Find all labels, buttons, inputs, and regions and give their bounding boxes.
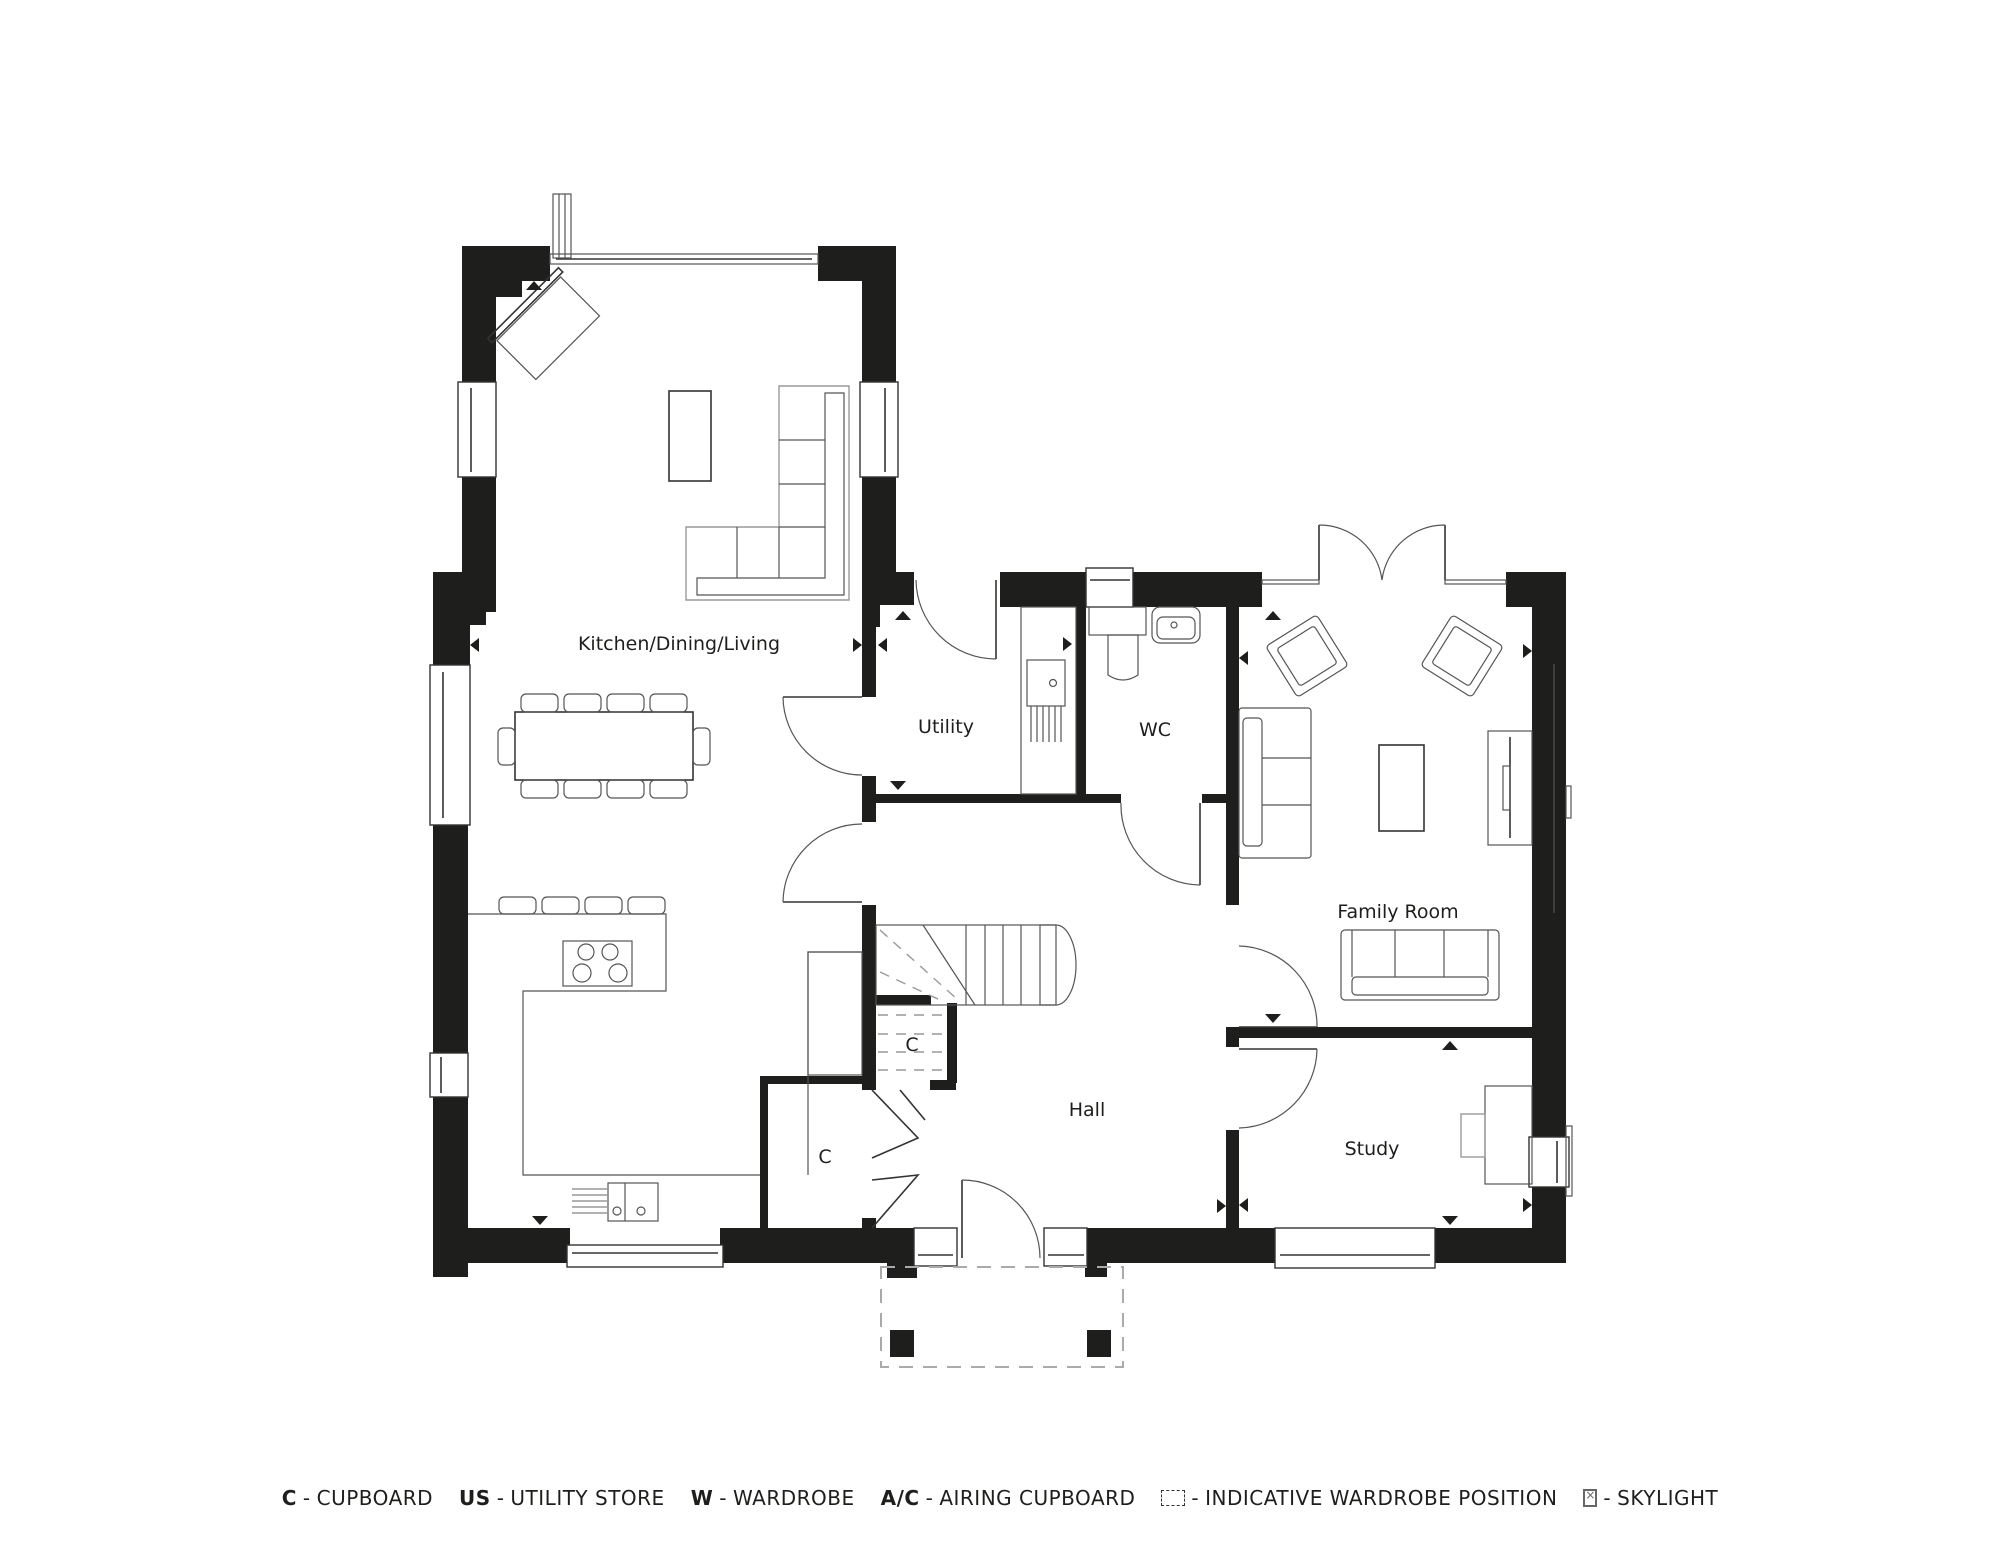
legend-item-skylight: - SKYLIGHT [1583,1486,1718,1510]
legend-sep: - [1191,1486,1200,1510]
legend-sep: - [1603,1486,1612,1510]
legend-item-airing-cupboard: A/C - AIRING CUPBOARD [881,1486,1136,1510]
legend-sep: - [302,1486,311,1510]
legend-text: CUPBOARD [316,1486,434,1510]
staircase [875,924,1077,1071]
legend-code: A/C [880,1486,920,1510]
legend-sep: - [925,1486,934,1510]
room-label-family-room: Family Room [1337,901,1458,923]
room-label-study: Study [1345,1138,1400,1160]
legend-text: UTILITY STORE [510,1486,665,1510]
legend-text: WARDROBE [732,1486,855,1510]
legend: C - CUPBOARD US - UTILITY STORE W - WARD… [0,1486,2000,1510]
legend-item-cupboard: C - CUPBOARD [282,1486,433,1510]
room-label-kitchen: Kitchen/Dining/Living [578,633,780,655]
walls [433,246,1566,1278]
furniture [468,266,1533,1222]
doors [782,524,1507,1259]
porch [880,1266,1124,1368]
legend-text: INDICATIVE WARDROBE POSITION [1205,1486,1558,1510]
room-label-cupboard-hall: C [818,1146,831,1168]
legend-code: W [690,1486,714,1510]
room-label-cupboard-under-stairs: C [905,1034,918,1056]
legend-sep: - [496,1486,505,1510]
skylight-icon [1583,1488,1598,1507]
dashed-rectangle-icon [1161,1490,1186,1506]
legend-sep: - [719,1486,727,1510]
legend-text: SKYLIGHT [1617,1486,1719,1510]
legend-item-wardrobe: W - WARDROBE [691,1486,855,1510]
room-label-hall: Hall [1069,1099,1106,1121]
legend-item-utility-store: US - UTILITY STORE [459,1486,665,1510]
legend-item-indicative-wardrobe: - INDICATIVE WARDROBE POSITION [1161,1486,1557,1510]
room-labels: Kitchen/Dining/Living Utility WC Family … [578,633,1459,1168]
room-label-utility: Utility [918,716,974,738]
legend-text: AIRING CUPBOARD [939,1486,1136,1510]
legend-code: C [281,1486,297,1510]
windows [429,193,1573,1269]
room-label-wc: WC [1139,719,1171,741]
legend-code: US [459,1486,491,1510]
socket-markers [470,281,1532,1225]
